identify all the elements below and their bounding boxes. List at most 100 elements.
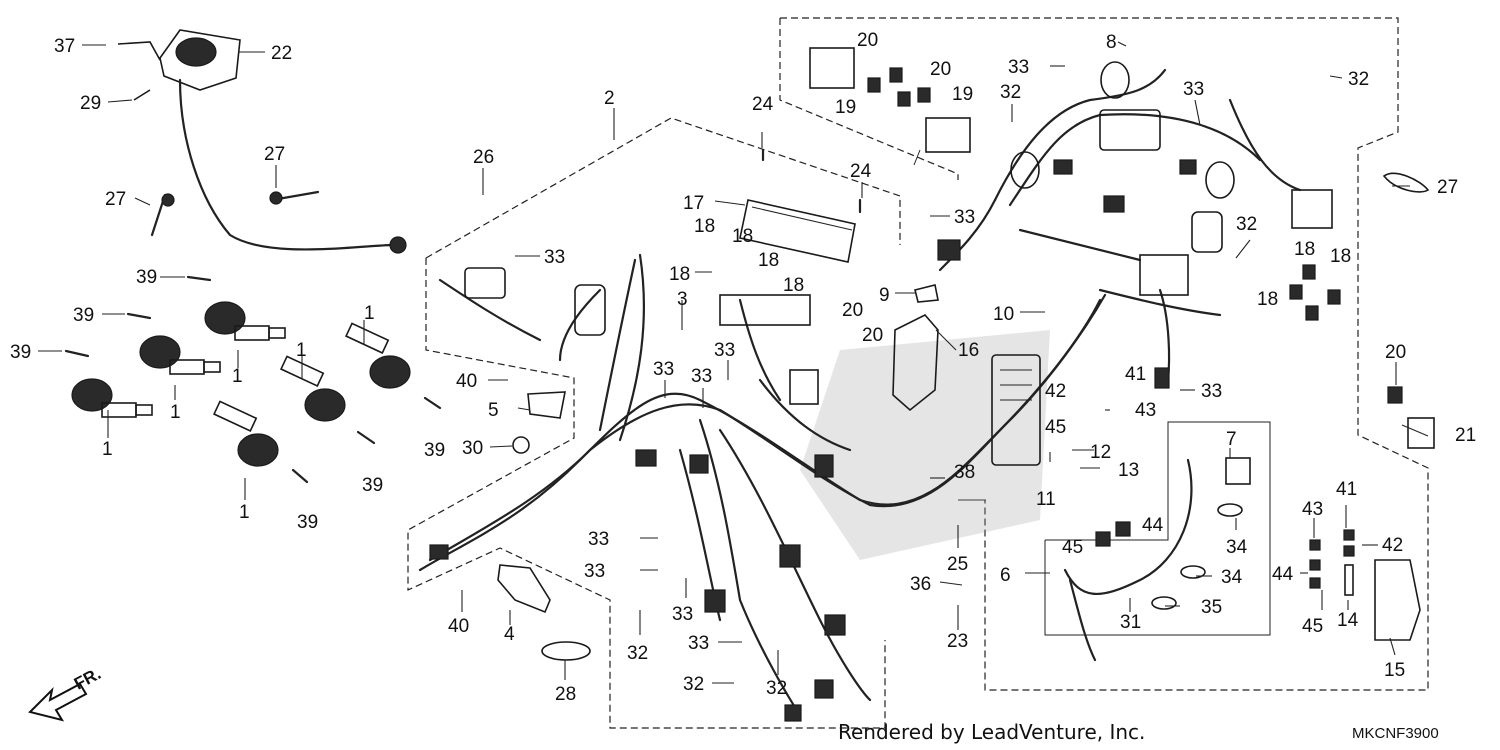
- label-part-36: 36: [910, 574, 931, 595]
- label-part-20: 20: [862, 325, 883, 346]
- label-part-34: 34: [1226, 537, 1248, 558]
- label-part-32: 32: [1000, 82, 1021, 103]
- label-part-33: 33: [1201, 381, 1222, 402]
- front-arrow-icon: [28, 682, 88, 722]
- label-part-37: 37: [54, 36, 75, 57]
- bands-27: [150, 172, 1430, 237]
- label-part-16: 16: [958, 340, 979, 361]
- label-part-3: 3: [677, 289, 688, 310]
- label-part-14: 14: [1337, 610, 1359, 631]
- label-part-13: 13: [1118, 460, 1139, 481]
- label-part-1: 1: [232, 366, 243, 387]
- label-part-18: 18: [783, 275, 804, 296]
- label-part-1: 1: [102, 439, 113, 460]
- label-part-18: 18: [1330, 246, 1351, 267]
- label-part-45: 45: [1302, 616, 1323, 637]
- label-part-24: 24: [850, 161, 872, 182]
- label-part-27: 27: [1437, 177, 1458, 198]
- bracket-17: [739, 148, 862, 263]
- label-part-44: 44: [1142, 515, 1164, 536]
- label-part-29: 29: [80, 93, 101, 114]
- label-part-41: 41: [1125, 364, 1146, 385]
- label-part-32: 32: [1236, 214, 1257, 235]
- label-part-41: 41: [1336, 479, 1357, 500]
- bolts: [64, 275, 442, 484]
- callout-labels: 1 1 1 1 1 1 2 3 4 5 6 7 8 9 10 11 12 13 …: [10, 30, 1476, 705]
- label-part-33: 33: [1183, 79, 1204, 100]
- footer-credit: Rendered by LeadVenture, Inc.: [838, 720, 1145, 744]
- label-part-33: 33: [544, 247, 565, 268]
- ignition-coils: [71, 301, 411, 467]
- sensor-22: [117, 29, 407, 254]
- control-module: [991, 354, 1041, 466]
- label-part-43: 43: [1302, 499, 1323, 520]
- label-part-39: 39: [424, 440, 445, 461]
- label-part-39: 39: [297, 512, 318, 533]
- label-part-18: 18: [758, 250, 779, 271]
- label-part-7: 7: [1226, 429, 1237, 450]
- label-part-39: 39: [362, 475, 383, 496]
- label-part-20: 20: [857, 30, 878, 51]
- label-part-1: 1: [170, 402, 181, 423]
- label-part-10: 10: [993, 304, 1014, 325]
- label-part-42: 42: [1045, 381, 1066, 402]
- group-outlines: [407, 17, 1429, 729]
- label-part-15: 15: [1384, 660, 1405, 681]
- label-part-12: 12: [1090, 442, 1111, 463]
- label-part-31: 31: [1120, 612, 1141, 633]
- battery-cables: [1063, 457, 1251, 662]
- label-part-18: 18: [694, 216, 715, 237]
- label-part-17: 17: [683, 193, 704, 214]
- label-part-2: 2: [604, 88, 615, 109]
- label-part-45: 45: [1062, 537, 1083, 558]
- label-part-44: 44: [1272, 564, 1294, 585]
- sub-harness: [937, 61, 1302, 389]
- small-parts: [497, 284, 939, 661]
- label-part-6: 6: [1000, 565, 1011, 586]
- label-part-20: 20: [930, 59, 951, 80]
- label-part-32: 32: [1348, 69, 1369, 90]
- relays-right: [1289, 189, 1435, 449]
- label-part-18: 18: [1294, 239, 1315, 260]
- label-part-43: 43: [1135, 400, 1156, 421]
- label-part-33: 33: [688, 633, 709, 654]
- label-part-21: 21: [1455, 425, 1476, 446]
- label-part-38: 38: [954, 462, 975, 483]
- label-part-35: 35: [1201, 597, 1222, 618]
- label-part-1: 1: [296, 340, 307, 361]
- front-direction-indicator: FR.: [28, 664, 104, 722]
- label-part-30: 30: [462, 438, 483, 459]
- label-part-33: 33: [714, 340, 735, 361]
- label-part-33: 33: [584, 561, 605, 582]
- main-harness: [418, 253, 1107, 722]
- label-part-34: 34: [1221, 567, 1243, 588]
- relay-box: [809, 47, 971, 166]
- label-part-28: 28: [555, 684, 576, 705]
- label-part-40: 40: [456, 371, 477, 392]
- label-part-19: 19: [952, 84, 973, 105]
- label-part-39: 39: [10, 342, 31, 363]
- label-part-11: 11: [1036, 489, 1056, 510]
- label-part-39: 39: [73, 305, 94, 326]
- label-part-26: 26: [473, 147, 494, 168]
- label-part-1: 1: [364, 303, 375, 324]
- label-part-33: 33: [691, 366, 712, 387]
- label-part-24: 24: [752, 94, 774, 115]
- label-part-33: 33: [954, 207, 975, 228]
- label-part-4: 4: [504, 624, 515, 645]
- label-part-8: 8: [1106, 32, 1117, 53]
- label-part-32: 32: [766, 678, 787, 699]
- label-part-20: 20: [842, 300, 863, 321]
- label-part-5: 5: [488, 400, 499, 421]
- label-part-40: 40: [448, 616, 469, 637]
- label-part-19: 19: [835, 97, 856, 118]
- label-part-23: 23: [947, 631, 968, 652]
- cover-16: [892, 314, 939, 412]
- wiring-overlay: [800, 330, 1050, 560]
- label-part-33: 33: [1008, 57, 1029, 78]
- label-part-33: 33: [672, 604, 693, 625]
- label-part-25: 25: [947, 554, 968, 575]
- fuse-box-15: [1309, 529, 1421, 641]
